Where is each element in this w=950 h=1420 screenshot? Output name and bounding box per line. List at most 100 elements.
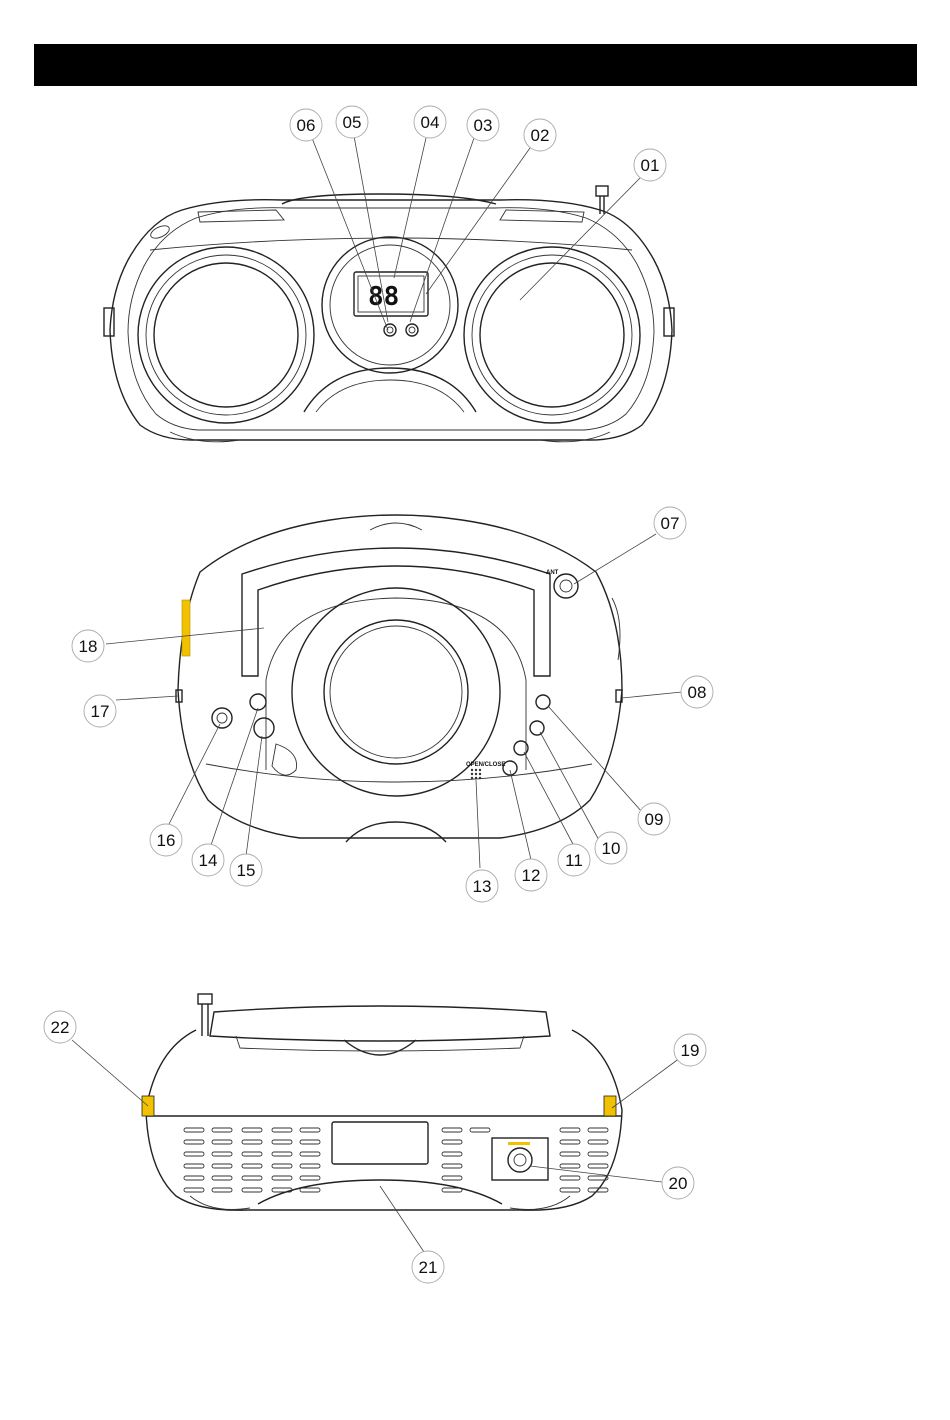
vent-slot bbox=[184, 1140, 204, 1144]
vent-slot bbox=[272, 1164, 292, 1168]
callout-number: 15 bbox=[237, 861, 256, 880]
vent-slot bbox=[212, 1140, 232, 1144]
callout-number: 19 bbox=[681, 1041, 700, 1060]
battery-compartment[interactable] bbox=[332, 1122, 428, 1164]
front-view: 88 bbox=[104, 186, 674, 442]
vent-slot bbox=[560, 1176, 580, 1180]
vent-slot bbox=[470, 1128, 490, 1132]
callout-18: 18 bbox=[72, 630, 104, 662]
leader-02 bbox=[426, 148, 530, 294]
rear-handle-recess bbox=[344, 1040, 416, 1055]
leader-07 bbox=[574, 534, 656, 584]
vent-slot bbox=[560, 1128, 580, 1132]
vent-slot bbox=[184, 1152, 204, 1156]
leader-16 bbox=[168, 724, 220, 826]
vent-slot bbox=[242, 1140, 262, 1144]
display-button-left[interactable] bbox=[384, 324, 396, 336]
vent-slot bbox=[300, 1188, 320, 1192]
rear-handle bbox=[210, 1006, 550, 1041]
vent-slot bbox=[442, 1188, 462, 1192]
front-body-inner bbox=[128, 208, 654, 430]
callout-number: 16 bbox=[157, 831, 176, 850]
vent-slot bbox=[242, 1188, 262, 1192]
callout-03: 03 bbox=[467, 109, 499, 141]
callout-number: 01 bbox=[641, 156, 660, 175]
antenna-socket[interactable] bbox=[554, 574, 578, 598]
power-button[interactable] bbox=[254, 718, 274, 738]
program-button-grid[interactable] bbox=[471, 769, 481, 779]
callout-05: 05 bbox=[336, 106, 368, 138]
callout-20: 20 bbox=[662, 1167, 694, 1199]
callout-22: 22 bbox=[44, 1011, 76, 1043]
vent-slot bbox=[300, 1176, 320, 1180]
vent-slot bbox=[242, 1176, 262, 1180]
center-display-pod: 88 bbox=[322, 237, 458, 373]
play-pause-button[interactable] bbox=[530, 721, 544, 735]
rear-antenna bbox=[198, 994, 212, 1036]
leader-17 bbox=[116, 696, 178, 700]
top-view: ANT OPEN/CLOSE bbox=[176, 515, 622, 842]
vent-slot bbox=[560, 1188, 580, 1192]
rear-body-outline bbox=[146, 1030, 622, 1210]
vent-slot bbox=[184, 1128, 204, 1132]
vent-slot bbox=[212, 1152, 232, 1156]
callout-14: 14 bbox=[192, 844, 224, 876]
leader-19 bbox=[612, 1058, 680, 1108]
callout-number: 12 bbox=[522, 866, 541, 885]
antenna-label: ANT bbox=[546, 570, 559, 576]
callout-13: 13 bbox=[466, 870, 498, 902]
cd-lid-outline bbox=[266, 598, 526, 770]
callout-number: 17 bbox=[91, 702, 110, 721]
callout-number: 18 bbox=[79, 637, 98, 656]
callout-15: 15 bbox=[230, 854, 262, 886]
vent-slot bbox=[442, 1176, 462, 1180]
vent-slot bbox=[212, 1164, 232, 1168]
side-yellow-slider bbox=[182, 600, 190, 656]
callout-number: 06 bbox=[297, 116, 316, 135]
vent-slot bbox=[442, 1140, 462, 1144]
callout-number: 14 bbox=[199, 851, 218, 870]
skip-forward-button[interactable] bbox=[536, 695, 550, 709]
leader-15 bbox=[246, 736, 262, 856]
vent-slot bbox=[184, 1176, 204, 1180]
volume-knob[interactable] bbox=[212, 708, 232, 728]
callout-number: 04 bbox=[421, 113, 440, 132]
callout-number: 09 bbox=[645, 810, 664, 829]
callout-number: 07 bbox=[661, 514, 680, 533]
callout-21: 21 bbox=[412, 1251, 444, 1283]
top-eject-tab bbox=[370, 523, 422, 530]
display-button-right[interactable] bbox=[406, 324, 418, 336]
callout-02: 02 bbox=[524, 119, 556, 151]
vent-slot bbox=[272, 1176, 292, 1180]
vent-slot bbox=[212, 1176, 232, 1180]
front-led-left bbox=[149, 223, 171, 241]
top-handle bbox=[242, 548, 550, 676]
callout-08: 08 bbox=[681, 676, 713, 708]
vent-slot bbox=[560, 1152, 580, 1156]
front-bottom-arch bbox=[304, 368, 476, 412]
callout-06: 06 bbox=[290, 109, 322, 141]
ac-power-socket[interactable] bbox=[508, 1148, 532, 1172]
leader-09 bbox=[548, 706, 642, 812]
top-front-lip bbox=[206, 764, 592, 782]
vent-slot bbox=[212, 1128, 232, 1132]
handle-grip-recess bbox=[272, 744, 297, 775]
callout-number: 22 bbox=[51, 1018, 70, 1037]
callout-04: 04 bbox=[414, 106, 446, 138]
callout-16: 16 bbox=[150, 824, 182, 856]
callout-number: 20 bbox=[669, 1174, 688, 1193]
leader-22 bbox=[72, 1040, 148, 1106]
callout-01: 01 bbox=[634, 149, 666, 181]
rear-handle-lip bbox=[236, 1036, 524, 1051]
vent-slot bbox=[272, 1140, 292, 1144]
vent-slot bbox=[588, 1128, 608, 1132]
leader-08 bbox=[622, 692, 682, 698]
callout-number: 02 bbox=[531, 126, 550, 145]
vent-slot bbox=[442, 1164, 462, 1168]
front-top-buttons-left bbox=[198, 210, 284, 222]
function-button[interactable] bbox=[250, 694, 266, 710]
vent-slot bbox=[588, 1164, 608, 1168]
callout-number: 10 bbox=[602, 839, 621, 858]
vent-slot bbox=[300, 1152, 320, 1156]
